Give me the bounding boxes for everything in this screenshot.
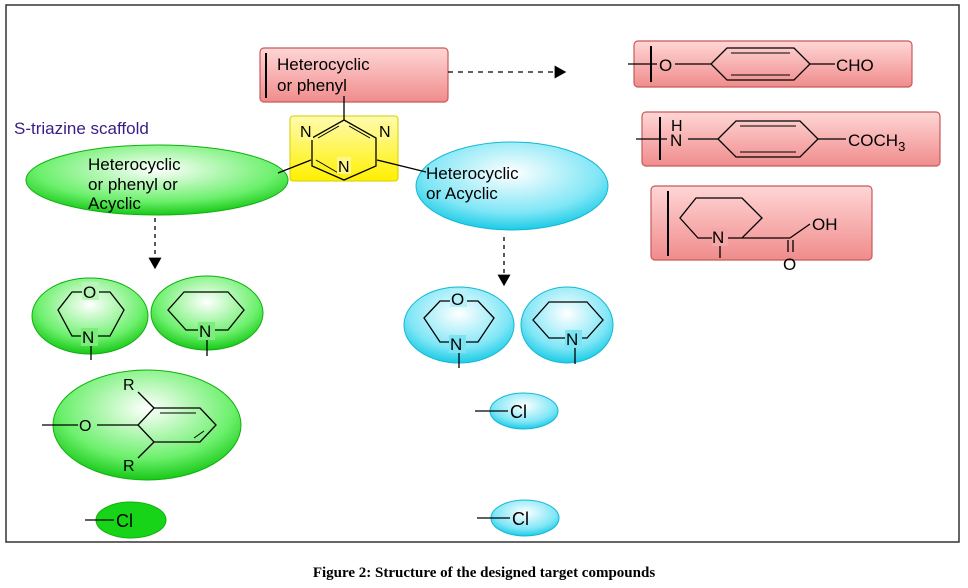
right-ellipse-line1: Heterocyclic	[426, 164, 519, 183]
green-chloro: Cl	[85, 501, 167, 539]
scaffold-title: S-triazine scaffold	[14, 119, 149, 138]
morpholine-nitrogen: N	[82, 328, 94, 347]
top-box-line1: Heterocyclic	[277, 55, 370, 74]
triazine-n-left: N	[300, 124, 312, 141]
green-phenoxy: R R O	[42, 369, 242, 481]
cyan-chloro-1: Cl	[475, 392, 559, 430]
bond-left	[277, 159, 312, 174]
top-substituent-box: Heterocyclic or phenyl	[259, 47, 449, 103]
phenoxy-r-top: R	[123, 377, 135, 394]
cyan-chloro-2: Cl	[477, 499, 560, 537]
morpholine-oxygen: O	[451, 290, 464, 309]
right-ellipse-line2: or Acyclic	[426, 184, 498, 203]
phenoxy-r-bottom: R	[123, 458, 135, 475]
piperidine-nitrogen: N	[566, 330, 578, 349]
aldehyde-group: CHO	[836, 56, 874, 75]
morpholine-nitrogen: N	[450, 335, 462, 354]
cyan-chlorine-1: Cl	[510, 402, 527, 422]
cyan-piperidine: N	[520, 286, 614, 364]
green-piperidine: N	[150, 275, 264, 356]
left-ellipse-line3: Acyclic	[88, 194, 141, 213]
amine-hydrogen: H	[671, 118, 683, 135]
top-box-line2: or phenyl	[277, 76, 347, 95]
piperidine-nitrogen: N	[199, 322, 211, 341]
aldehyde-oxygen: O	[659, 56, 672, 75]
bond-right	[376, 159, 427, 173]
figure-frame	[5, 4, 960, 543]
s-triazine-core: N N N	[289, 96, 399, 182]
left-ellipse-line1: Heterocyclic	[88, 155, 181, 174]
triazine-n-bottom: N	[338, 159, 350, 176]
figure-caption: Figure 2: Structure of the designed targ…	[312, 565, 656, 581]
green-chlorine: Cl	[116, 511, 133, 531]
triazine-n-right: N	[379, 124, 391, 141]
phenoxy-oxygen: O	[79, 418, 91, 435]
green-morpholine: O N	[31, 277, 149, 360]
morpholine-oxygen: O	[83, 283, 96, 302]
acetylanilino-substituent: H N COCH3	[636, 111, 941, 167]
aldehyde-substituent: O CHO	[628, 40, 913, 88]
amine-nitrogen: N	[670, 131, 682, 150]
cyan-morpholine: O N	[403, 286, 515, 368]
cyan-chlorine-2: Cl	[512, 509, 529, 529]
pipecolic-acid-substituent: N OH O	[650, 185, 873, 274]
acid-hydroxyl: OH	[812, 215, 838, 234]
acid-carbonyl-oxygen: O	[783, 255, 796, 274]
left-ellipse-line2: or phenyl or	[88, 175, 178, 194]
right-substituent-ellipse: Heterocyclic or Acyclic	[415, 141, 609, 231]
left-substituent-ellipse: Heterocyclic or phenyl or Acyclic	[25, 144, 289, 216]
pipecolic-nitrogen: N	[712, 228, 724, 247]
acetyl-group: COCH3	[848, 131, 905, 154]
